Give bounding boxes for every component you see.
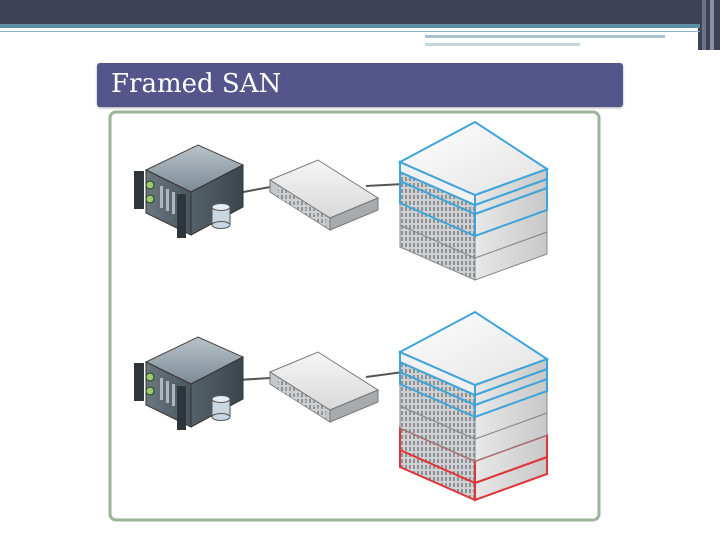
- header-band: [0, 0, 720, 24]
- storage-array-2: [397, 310, 550, 502]
- link-switch-storage-1: [365, 183, 404, 187]
- accent-stub-short: [425, 43, 580, 46]
- row-1: [134, 120, 550, 281]
- title-bar: Framed SAN: [97, 63, 623, 107]
- san-diagram: [108, 110, 601, 522]
- accent-line: [0, 24, 700, 28]
- network-switch-icon: [268, 159, 380, 231]
- accent-stub: [425, 35, 665, 38]
- san-diagram-svg: [108, 110, 601, 522]
- server-icon: [134, 144, 245, 238]
- database-icon: [211, 395, 231, 421]
- network-switch-icon: [268, 351, 380, 423]
- slide-title: Framed SAN: [111, 69, 282, 99]
- server-icon: [134, 336, 245, 430]
- database-icon: [211, 203, 231, 229]
- accent-line-thin: [0, 31, 700, 32]
- header-band-end-decoration: [698, 0, 720, 50]
- storage-array-1: [397, 120, 550, 281]
- row-2: [134, 310, 550, 502]
- link-switch-storage-2: [365, 371, 404, 378]
